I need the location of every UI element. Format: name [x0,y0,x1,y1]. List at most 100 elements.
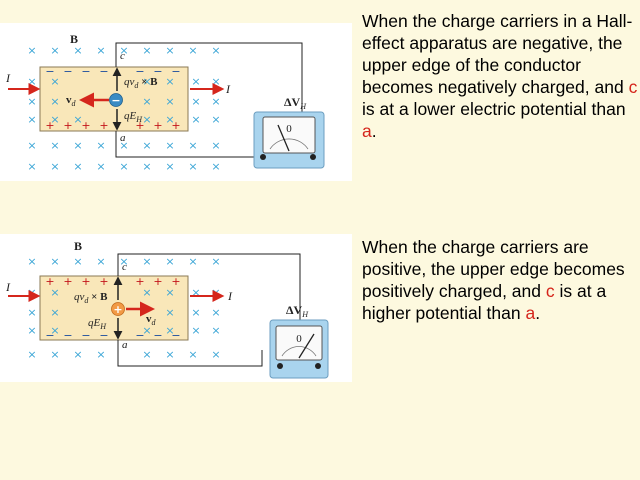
svg-text:×: × [211,160,220,173]
top-diagram-force-top-tail: × B [138,76,158,88]
svg-text:×: × [96,255,105,268]
svg-text:×: × [191,286,200,299]
drift-velocity-label: vd [66,94,77,108]
bottom-diagram-edge-bottom-sign: − [153,329,162,342]
terminal-a: a [122,339,128,351]
upper-edge-charges: + + + + + + + [45,275,180,288]
svg-text:×: × [119,139,128,152]
magnetic-field-crosses: ××××××××× ×××××××× ××× ××× ××× [27,255,220,361]
svg-text:×: × [165,139,174,152]
lower-edge-charges: − − − − − − − [45,329,180,342]
hall-field-force-label: qEH [124,110,143,124]
terminal-a: a [120,132,126,144]
bottom-diagram-edge-top-sign: + [153,275,162,288]
svg-text:×: × [211,348,220,361]
svg-text:×: × [211,44,220,57]
svg-text:×: × [211,255,220,268]
svg-text:×: × [142,286,151,299]
svg-text:×: × [191,95,200,108]
top-diagram-edge-top-sign: − [81,65,90,78]
svg-text:×: × [27,324,36,337]
top-diagram-edge-top-sign: − [153,65,162,78]
svg-text:×: × [165,95,174,108]
svg-text:×: × [96,139,105,152]
top-diagram-force-top-sub: d [134,81,139,90]
bottom-diagram-edge-bottom-sign: − [63,329,72,342]
svg-text:×: × [188,348,197,361]
description-negative-carriers: When the charge carriers in a Hall-effec… [362,10,638,142]
positive-carrier [111,302,125,316]
bottom-diagram-carrier-sign: + [113,303,122,316]
top-diagram-edge-top-sign: − [45,65,54,78]
top-diagram-drift-sub: d [72,99,77,108]
bottom-diagram-edge-top-sign: + [45,275,54,288]
upper-edge-charges: − − − − − − − [45,65,180,78]
field-label-b: B [74,239,82,253]
svg-text:×: × [73,113,82,126]
svg-text:×: × [165,324,174,337]
bottom-diagram-edge-bottom-sign: − [45,329,54,342]
svg-text:×: × [27,286,36,299]
bottom-diagram-force-top-sub: d [84,296,89,305]
top-text-p3: . [371,121,377,141]
hall-voltmeter: ΔVH 0 [253,95,325,169]
drift-velocity-label: vd [146,313,157,327]
svg-text:×: × [96,348,105,361]
svg-text:×: × [211,139,220,152]
svg-text:×: × [73,44,82,57]
meter-label: ΔVH [284,95,307,111]
bottom-text-c: c [545,281,555,301]
svg-text:×: × [27,139,36,152]
svg-text:×: × [142,113,151,126]
top-diagram-edge-top-sign: − [135,65,144,78]
svg-text:×: × [188,139,197,152]
svg-text:×: × [50,348,59,361]
top-text-a: a [362,121,372,141]
bottom-diagram-edge-bottom-sign: − [171,329,180,342]
svg-text:×: × [50,113,59,126]
svg-text:×: × [50,139,59,152]
svg-text:×: × [119,160,128,173]
svg-text:×: × [27,75,36,88]
svg-text:×: × [165,286,174,299]
bottom-diagram-force-top: qv [74,291,85,303]
hall-voltmeter: ΔVH 0 [269,303,329,379]
svg-text:×: × [119,44,128,57]
svg-text:×: × [165,113,174,126]
current-label-right: I [227,289,233,303]
bottom-diagram-edge-bottom-sign: − [135,329,144,342]
bottom-diagram-edge-bottom-sign: − [99,329,108,342]
top-diagram-carrier-sign: − [111,94,120,107]
meter-label: ΔVH [286,303,309,319]
svg-text:×: × [73,139,82,152]
bottom-diagram-edge-top-sign: + [63,275,72,288]
bottom-diagram-force-bottom: qE [88,317,101,329]
svg-text:×: × [50,95,59,108]
svg-text:×: × [142,160,151,173]
top-diagram-force-top: qv [124,76,135,88]
svg-text:×: × [191,306,200,319]
top-diagram-edge-bottom-sign: + [99,119,108,132]
svg-text:×: × [27,255,36,268]
top-text-c: c [628,77,638,97]
top-diagram-edge-top-sign: − [171,65,180,78]
svg-text:×: × [165,348,174,361]
svg-text:×: × [165,44,174,57]
svg-text:×: × [165,75,174,88]
svg-text:×: × [27,44,36,57]
svg-text:×: × [188,255,197,268]
top-diagram-edge-bottom-sign: + [81,119,90,132]
svg-text:×: × [211,75,220,88]
bottom-diagram-meter-zero: 0 [296,333,302,345]
bottom-text-p1: When the charge carriers are positive, t… [362,237,625,301]
svg-text:×: × [211,286,220,299]
svg-text:×: × [142,95,151,108]
bottom-text-p3: . [535,303,541,323]
bottom-diagram-edge-top-sign: + [171,275,180,288]
svg-text:×: × [73,255,82,268]
lower-edge-charges: + + + + + + + [45,119,180,132]
svg-text:×: × [211,324,220,337]
description-positive-carriers: When the charge carriers are positive, t… [362,236,638,324]
top-diagram-force-bottom-sub: H [135,115,143,124]
top-text-p1: When the charge carriers in a Hall-effec… [362,11,633,97]
